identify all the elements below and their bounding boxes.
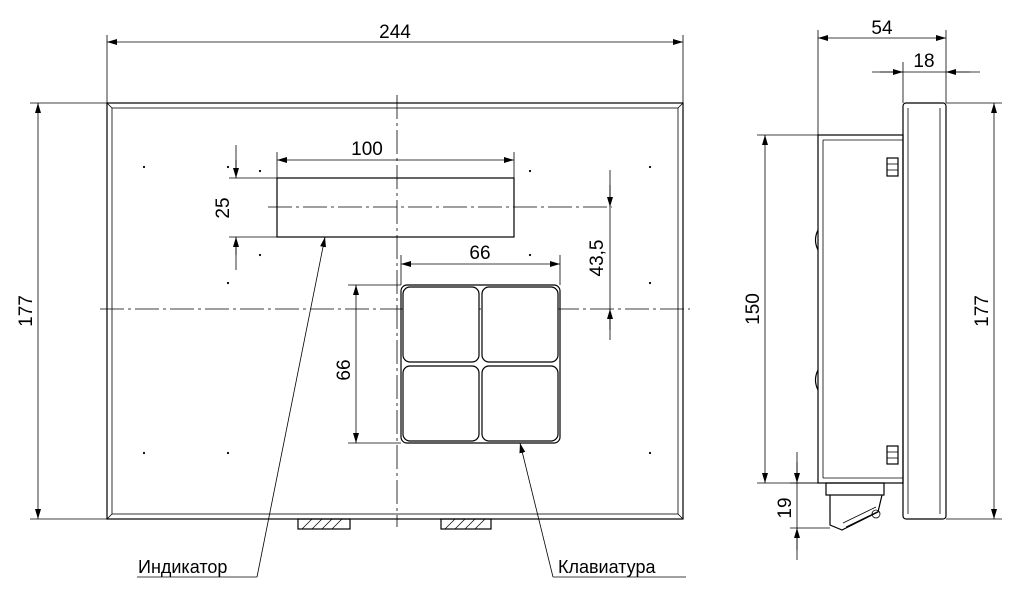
dim-244-label: 244 <box>379 22 411 43</box>
front-panel-inner <box>111 107 679 515</box>
dim-54-label: 54 <box>871 18 893 39</box>
dim-43-5-label: 43,5 <box>587 240 608 277</box>
mounting-points <box>142 165 652 455</box>
leader-keypad: Клавиатура <box>519 442 686 578</box>
dim-side-overall-height: 177 <box>946 102 1002 520</box>
side-bolt-top <box>886 157 899 177</box>
dim-connector-height: 19 <box>775 452 830 560</box>
dim-177-right-label: 177 <box>972 295 993 327</box>
dim-indicator-offset: 43,5 <box>587 170 613 340</box>
dim-body-height: 150 <box>743 134 818 484</box>
dim-panel-thickness: 18 <box>872 51 980 103</box>
dim-177-left-label: 177 <box>16 295 37 327</box>
dim-150-label: 150 <box>743 293 764 325</box>
keypad-outline <box>400 284 561 444</box>
connector-left <box>297 518 351 530</box>
key-top-left <box>402 286 480 363</box>
dim-overall-depth: 54 <box>817 18 947 135</box>
dim-overall-width: 244 <box>106 22 684 103</box>
side-view: 54 18 150 177 <box>743 18 1002 560</box>
key-bottom-right <box>481 365 559 442</box>
label-indicator: Индикатор <box>138 557 227 577</box>
dim-indicator-height: 25 <box>213 145 277 270</box>
connector-right <box>440 518 492 530</box>
dim-18-label: 18 <box>913 51 934 72</box>
dim-100-label: 100 <box>351 139 383 160</box>
key-bottom-left <box>402 365 480 442</box>
dim-overall-height: 177 <box>16 102 107 520</box>
side-bolt-bottom <box>886 445 899 465</box>
label-keypad: Клавиатура <box>558 557 656 577</box>
dim-66-vertical-label: 66 <box>334 359 355 380</box>
side-body <box>817 134 904 484</box>
front-panel-outer <box>106 102 684 520</box>
side-panel <box>902 102 947 520</box>
front-view: 244 177 100 25 <box>16 22 690 578</box>
dim-keypad-width: 66 <box>400 243 561 285</box>
side-bump-top <box>814 229 819 251</box>
indicator-window <box>276 177 515 238</box>
side-bump-bottom <box>814 369 819 391</box>
side-connector <box>825 482 885 531</box>
dim-19-label: 19 <box>775 497 796 518</box>
leader-indicator: Индикатор <box>137 236 326 578</box>
dim-25-label: 25 <box>213 197 234 218</box>
dim-keypad-height: 66 <box>334 284 401 444</box>
dim-indicator-width: 100 <box>276 139 515 178</box>
dim-66-horizontal-label: 66 <box>469 243 490 264</box>
key-top-right <box>481 286 559 363</box>
